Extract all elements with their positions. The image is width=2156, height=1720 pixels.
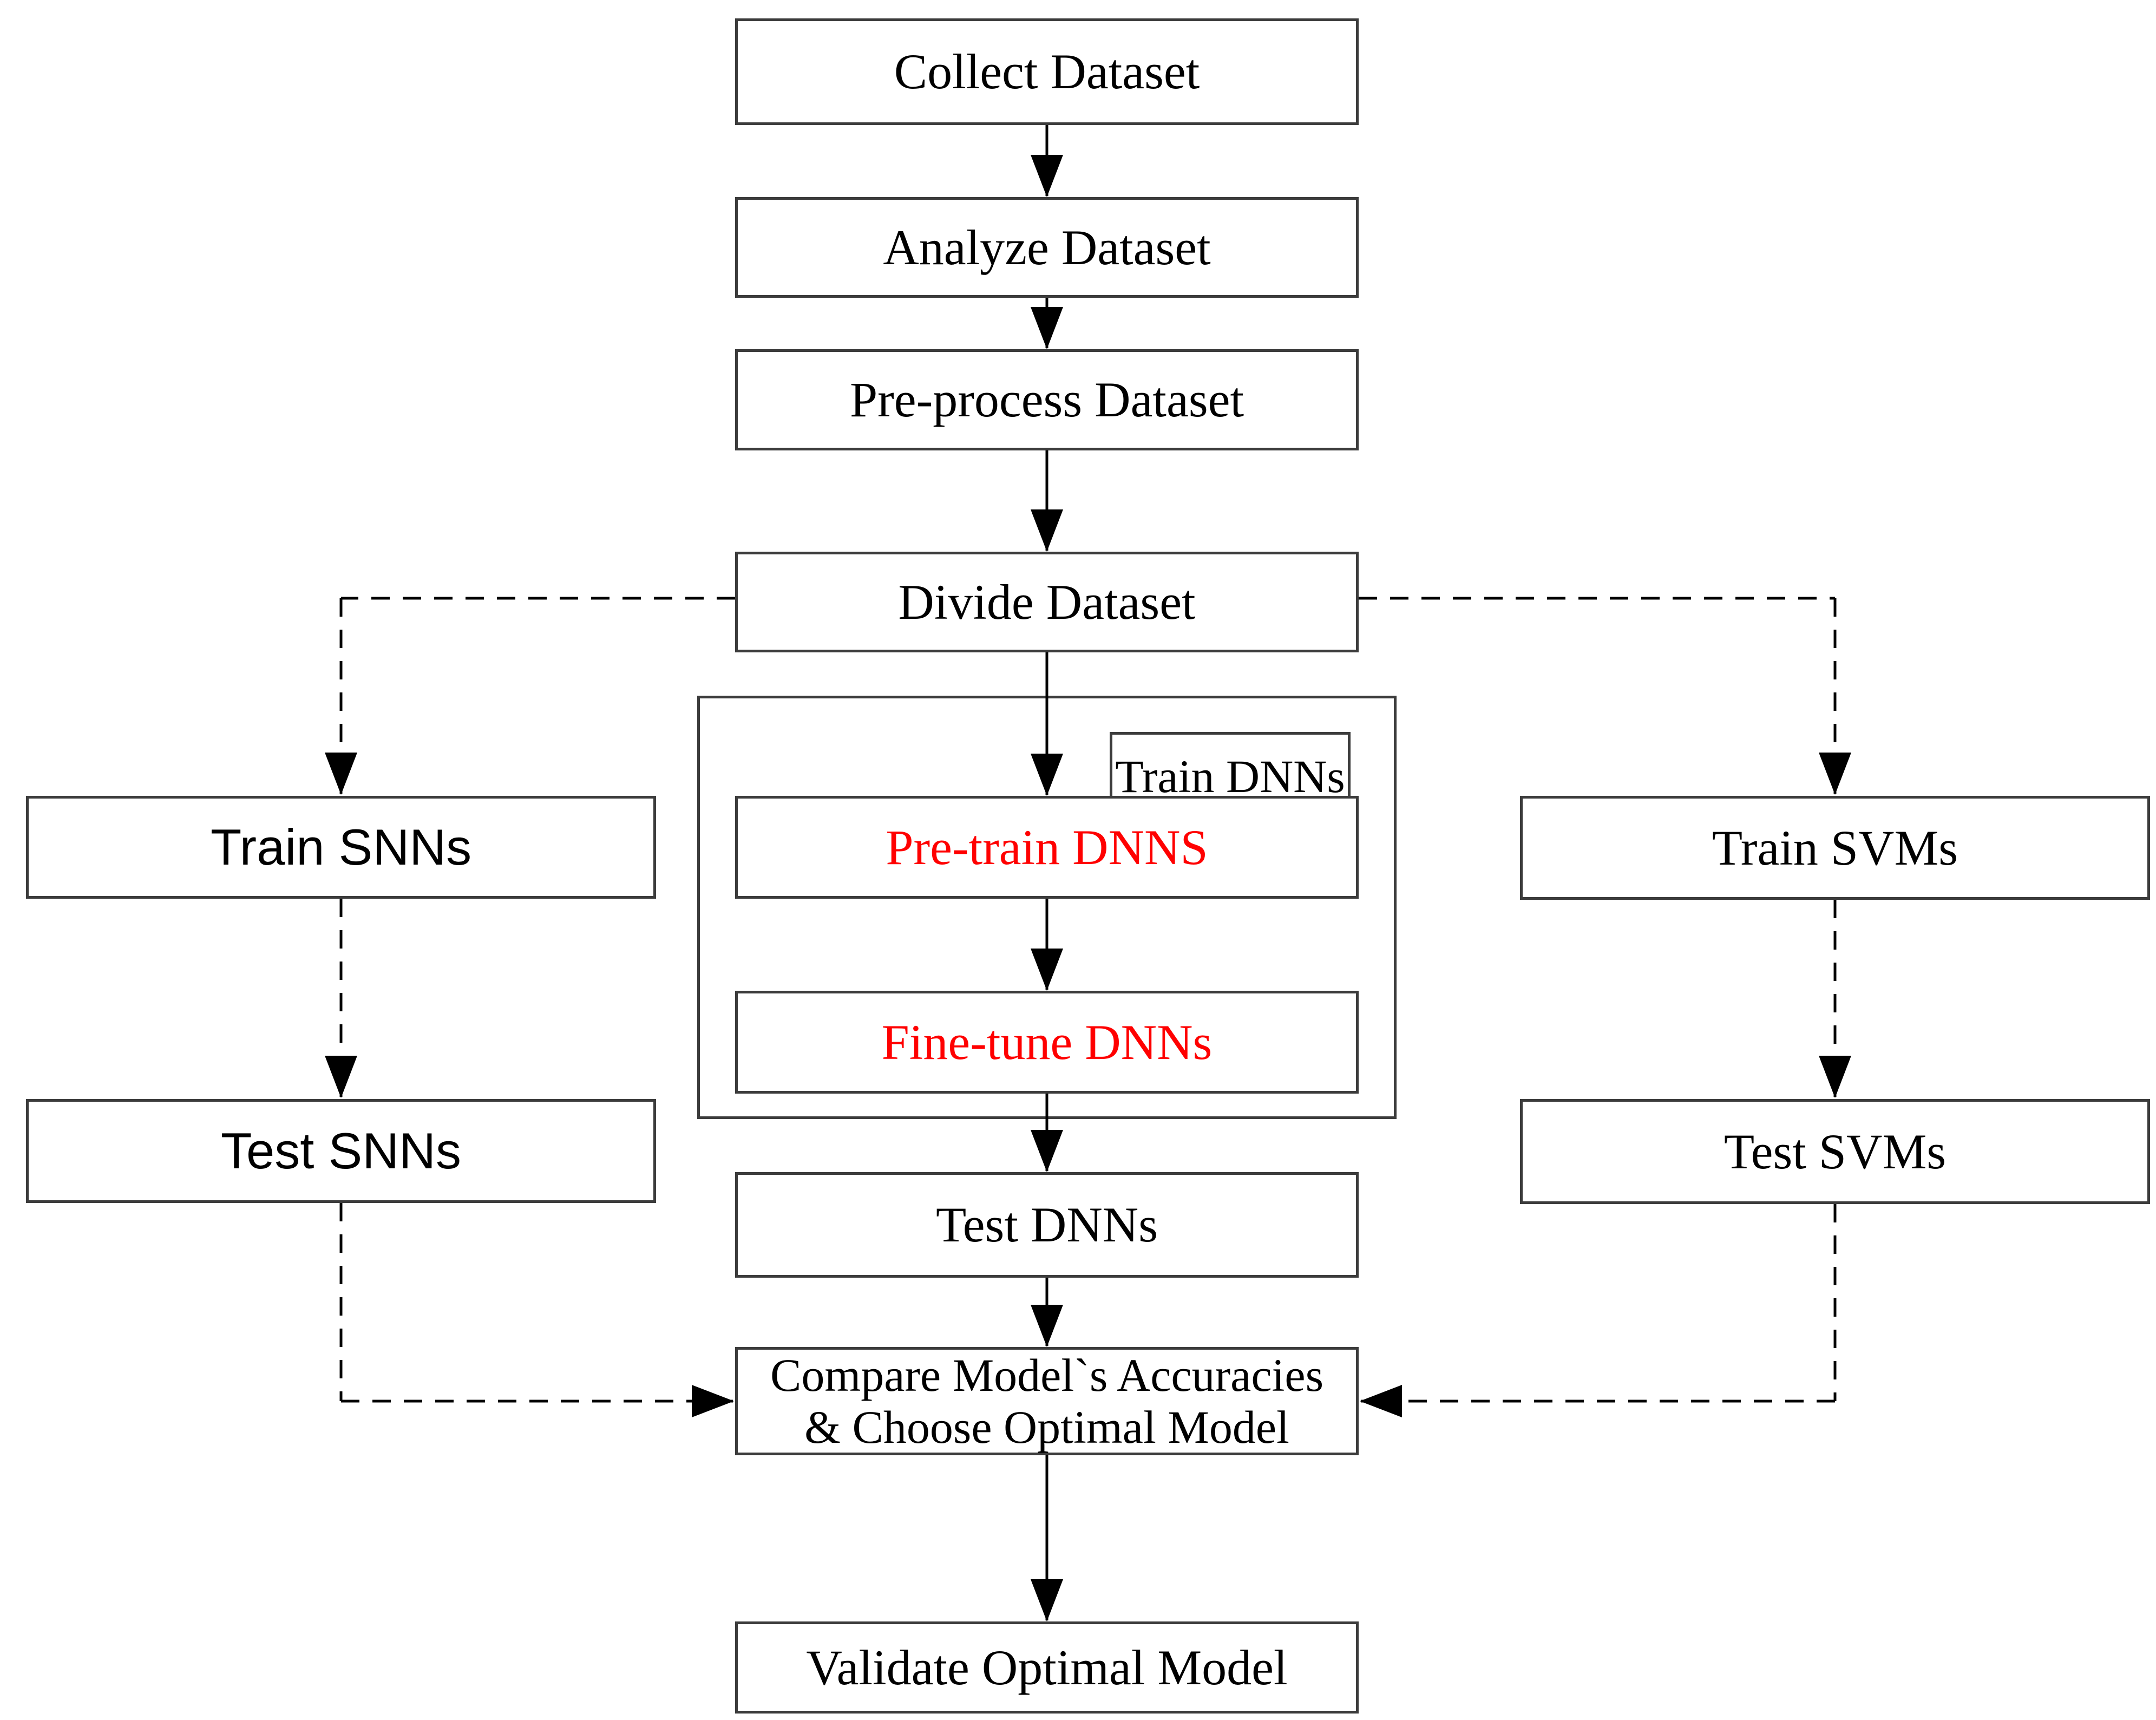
node-collect-dataset: Collect Dataset [735,18,1359,125]
node-finetune-dnns-label: Fine-tune DNNs [881,1014,1213,1070]
node-divide-dataset-label: Divide Dataset [898,574,1196,630]
node-train-svms: Train SVMs [1520,796,2150,900]
node-preprocess-dataset: Pre-process Dataset [735,349,1359,450]
node-collect-dataset-label: Collect Dataset [894,44,1200,100]
node-pretrain-dnns: Pre-train DNNS [735,796,1359,899]
node-analyze-dataset: Analyze Dataset [735,197,1359,298]
node-preprocess-dataset-label: Pre-process Dataset [849,372,1244,428]
node-compare-choose-model: Compare Model`s Accuracies & Choose Opti… [735,1347,1359,1455]
node-train-snns-label: Train SNNs [210,818,472,875]
node-validate-optimal-model: Validate Optimal Model [735,1621,1359,1714]
train-dnns-group-label-text: Train DNNs [1115,750,1345,803]
node-finetune-dnns: Fine-tune DNNs [735,991,1359,1094]
node-test-svms-label: Test SVMs [1724,1123,1947,1179]
node-pretrain-dnns-label: Pre-train DNNS [886,819,1208,875]
node-test-dnns-label: Test DNNs [935,1197,1158,1253]
node-test-svms: Test SVMs [1520,1099,2150,1204]
node-test-snns-label: Test SNNs [221,1122,461,1179]
node-analyze-dataset-label: Analyze Dataset [883,219,1211,275]
node-divide-dataset: Divide Dataset [735,552,1359,652]
node-test-snns: Test SNNs [26,1099,656,1203]
node-test-dnns: Test DNNs [735,1172,1359,1278]
node-compare-line2: & Choose Optimal Model [804,1401,1289,1453]
node-compare-line1: Compare Model`s Accuracies [770,1349,1324,1401]
node-train-snns: Train SNNs [26,796,656,899]
node-validate-optimal-model-label: Validate Optimal Model [806,1639,1288,1695]
node-train-svms-label: Train SVMs [1712,820,1958,875]
